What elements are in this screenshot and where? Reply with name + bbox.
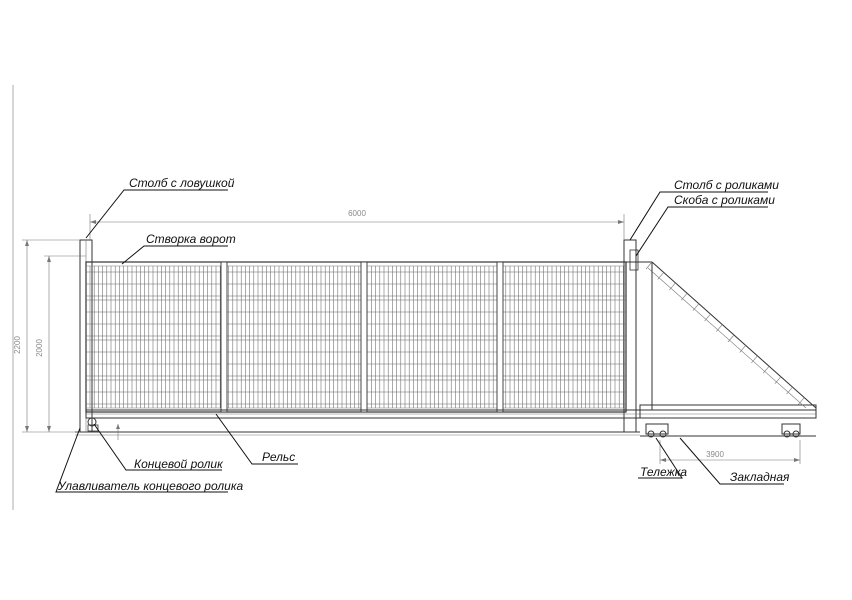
ground: [75, 431, 640, 436]
small-dimension-marks: [116, 424, 120, 440]
svg-text:Закладная: Закладная: [730, 470, 790, 484]
counterweight-frame: [626, 261, 817, 410]
end-roller: [87, 417, 99, 432]
svg-text:Рельс: Рельс: [262, 450, 295, 464]
svg-text:Скоба с роликами: Скоба с роликами: [674, 193, 775, 207]
bottom-beam: [85, 404, 817, 419]
svg-text:Столб с роликами: Столб с роликами: [674, 178, 779, 192]
label-gate-leaf: Створка ворот: [121, 232, 236, 265]
svg-text:Улавливатель концевого ролика: Улавливатель концевого ролика: [57, 479, 244, 493]
dimension-total-height-text: 2200: [13, 336, 22, 354]
label-rail: Рельс: [215, 413, 298, 465]
gate-mesh: [86, 266, 626, 408]
label-bracket-with-rollers: Скоба с роликами: [635, 193, 775, 257]
svg-text:Столб с ловушкой: Столб с ловушкой: [129, 176, 235, 190]
dimension-embed-text: 3900: [706, 450, 724, 459]
svg-text:Концевой ролик: Концевой ролик: [134, 457, 224, 471]
label-post-with-rollers: Столб с роликами: [629, 178, 779, 241]
dimension-leaf-height: 2000: [35, 255, 86, 432]
svg-text:Створка ворот: Створка ворот: [146, 232, 236, 246]
label-end-roller-catcher: Улавливатель концевого ролика: [55, 427, 244, 493]
dimension-embed: 3900: [659, 440, 801, 464]
dimension-leaf-height-text: 2000: [35, 339, 44, 357]
dimension-width-text: 6000: [348, 209, 366, 218]
label-embedded-part: Закладная: [679, 437, 790, 485]
gate-leaf-frame: [85, 261, 627, 413]
trolley: [645, 423, 801, 438]
panel-posts: [220, 261, 504, 413]
dimension-total-height: 2200: [13, 239, 80, 433]
label-trolley: Тележка: [638, 437, 687, 479]
dimension-width: 6000: [89, 209, 625, 240]
label-post-with-catcher: Столб с ловушкой: [85, 176, 235, 239]
svg-text:Тележка: Тележка: [640, 465, 687, 479]
label-end-roller: Концевой ролик: [93, 423, 224, 471]
